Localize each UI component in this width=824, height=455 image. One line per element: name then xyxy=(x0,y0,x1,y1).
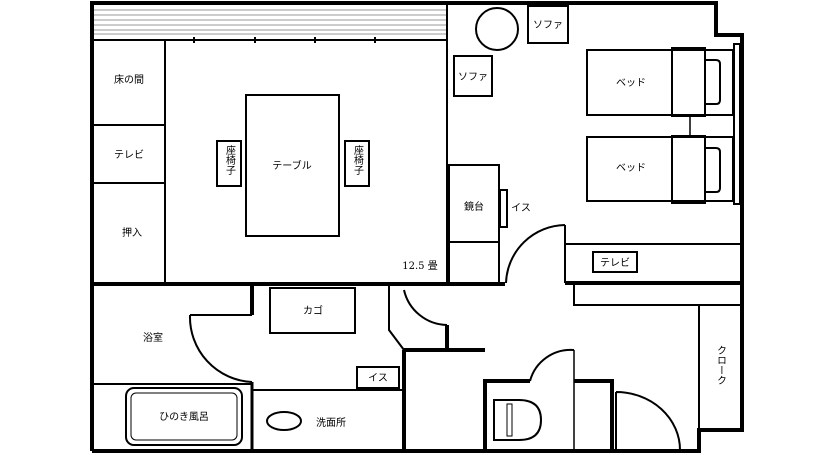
veranda xyxy=(93,9,447,35)
sofa-top xyxy=(527,5,569,44)
label-basket: カゴ xyxy=(303,304,323,317)
washroom-door xyxy=(403,289,448,326)
headboard-panel xyxy=(733,43,741,205)
label-tv-closet: テレビ xyxy=(114,149,144,161)
label-table: テーブル xyxy=(272,159,311,172)
label-bathroom: 浴室 xyxy=(143,331,163,344)
tv-label-box xyxy=(592,251,638,273)
label-bed-1: ベッド xyxy=(616,77,646,89)
bed-1 xyxy=(586,47,734,117)
label-hinoki-bath: ひのき風呂 xyxy=(159,411,209,423)
sink xyxy=(266,411,302,431)
toilet-door xyxy=(529,348,575,382)
bath-door xyxy=(188,314,253,383)
outer-walls xyxy=(90,1,744,453)
entry-door xyxy=(505,224,566,284)
label-washroom: 洗面所 xyxy=(316,417,346,429)
bed-2 xyxy=(586,135,734,204)
hinoki-bathtub xyxy=(125,387,243,446)
zaisu-left xyxy=(216,140,242,187)
table xyxy=(245,94,340,237)
western-room-fixtures xyxy=(448,164,743,431)
label-mirror-desk: 鏡台 xyxy=(464,200,484,213)
inner-walls xyxy=(93,3,448,284)
label-tv-counter: テレビ xyxy=(600,257,630,269)
label-cloak: クローク xyxy=(715,345,726,385)
label-tatami-size: 12.5 畳 xyxy=(402,260,437,272)
toilet xyxy=(493,399,543,441)
label-sofa-left: ソファ xyxy=(458,72,488,83)
desk-cabinet xyxy=(448,241,500,285)
label-washroom-chair: イス xyxy=(368,373,388,384)
cloak-closet xyxy=(698,304,743,431)
label-tokonoma: 床の間 xyxy=(114,73,144,86)
washroom-chair xyxy=(356,366,400,389)
label-zaisu-right: 座椅子 xyxy=(352,144,364,175)
desk-chair xyxy=(499,189,508,228)
label-desk-chair: イス xyxy=(511,203,531,214)
bath-area xyxy=(93,284,682,451)
label-zaisu-left: 座椅子 xyxy=(224,144,236,175)
label-bed-2: ベッド xyxy=(616,162,646,174)
round-table xyxy=(475,7,519,51)
sofa-left xyxy=(453,55,493,97)
label-sofa-top: ソファ xyxy=(533,20,563,31)
basket xyxy=(269,287,356,334)
label-oshiire: 押入 xyxy=(122,226,142,239)
cloak-door xyxy=(615,391,682,451)
zaisu-right xyxy=(344,140,370,187)
